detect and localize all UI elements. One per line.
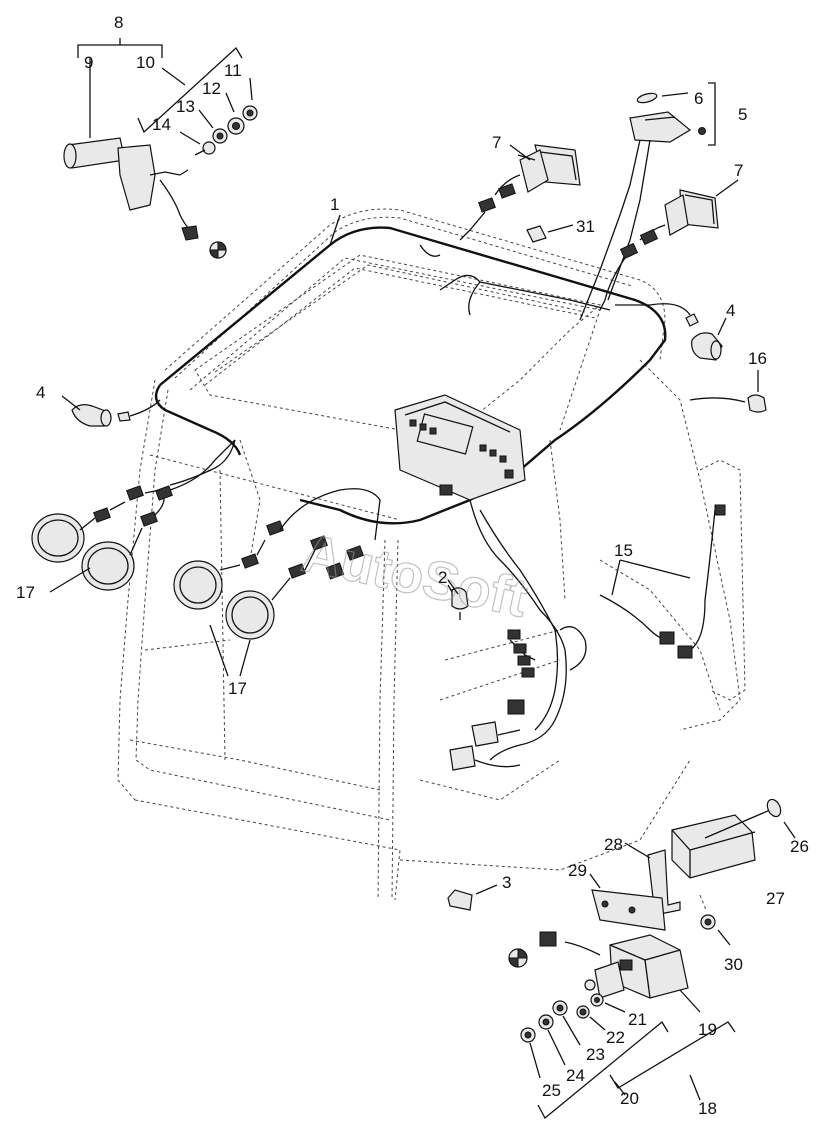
- work-lamp-17-left-a: [31, 485, 144, 563]
- callout-30: 30: [724, 955, 743, 974]
- plate-29: [589, 873, 666, 931]
- callout-20: 20: [620, 1089, 639, 1108]
- wiper-motor-assembly: [63, 105, 258, 259]
- callout-21: 21: [628, 1010, 647, 1029]
- callout-13: 13: [176, 97, 195, 116]
- callout-26: 26: [790, 837, 809, 856]
- switch-19: [508, 931, 701, 1013]
- callout-3: 3: [502, 873, 511, 892]
- callout-brackets-wiper: [77, 38, 253, 145]
- callout-29: 29: [568, 861, 587, 880]
- roof-control-console: [394, 394, 526, 501]
- part-16-plug: [689, 370, 767, 413]
- callout-27: 27: [766, 889, 785, 908]
- part-2-bulb: [447, 584, 469, 620]
- callout-12: 12: [202, 79, 221, 98]
- callout-labels: 1 2 3 4 4 5 6 7 7 8 9 10 11 12 13 14 15 …: [16, 13, 809, 1118]
- socket-right: [685, 313, 727, 361]
- work-lamp-17-left-b: [81, 439, 236, 591]
- bolt-26: [704, 798, 796, 839]
- callout-11: 11: [224, 61, 242, 80]
- nut-30: [699, 894, 731, 946]
- work-lamp-17-center-b: [225, 488, 381, 640]
- callout-brackets-switch: [537, 1021, 736, 1120]
- callout-4-right: 4: [726, 301, 735, 320]
- callout-28: 28: [604, 835, 623, 854]
- callout-18: 18: [698, 1099, 717, 1118]
- callout-2: 2: [438, 568, 447, 587]
- callout-4-left: 4: [36, 383, 45, 402]
- dome-lamp: [579, 82, 716, 321]
- callout-15: 15: [614, 541, 633, 560]
- leader-lines: [49, 144, 739, 677]
- washers-20-25: [520, 993, 626, 1079]
- callout-1: 1: [330, 195, 339, 214]
- callout-31: 31: [576, 217, 595, 236]
- callout-23: 23: [586, 1045, 605, 1064]
- work-light-right: [599, 189, 719, 316]
- left-harness-branch: [144, 439, 236, 494]
- part-3-bracket: [447, 884, 498, 911]
- bracket-27: [671, 814, 756, 879]
- callout-25: 25: [542, 1081, 561, 1100]
- callout-17-center: 17: [228, 679, 247, 698]
- roof-inner-frame: [194, 254, 602, 431]
- callout-7-left: 7: [492, 133, 501, 152]
- callout-10: 10: [136, 53, 155, 72]
- callout-9: 9: [84, 53, 93, 72]
- socket-left: [61, 395, 161, 427]
- lower-harness: [449, 499, 587, 771]
- part-31-clip: [526, 224, 574, 243]
- callout-5: 5: [738, 105, 747, 124]
- cab-outline: [117, 208, 746, 901]
- callout-19: 19: [698, 1020, 717, 1039]
- callout-24: 24: [566, 1066, 585, 1085]
- callout-14: 14: [152, 115, 171, 134]
- callout-6: 6: [694, 89, 703, 108]
- callout-16: 16: [748, 349, 767, 368]
- callout-8: 8: [114, 13, 123, 32]
- callout-17-left: 17: [16, 583, 35, 602]
- work-light-left: [459, 144, 581, 241]
- right-harness-15: [599, 504, 726, 659]
- callout-7-right: 7: [734, 161, 743, 180]
- work-lamp-17-center-a: [173, 520, 284, 610]
- main-roof-harness: [154, 226, 667, 525]
- callout-22: 22: [606, 1028, 625, 1047]
